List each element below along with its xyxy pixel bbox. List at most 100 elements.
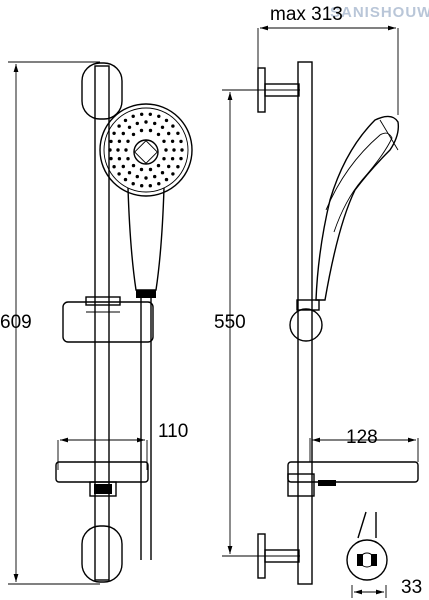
rail bbox=[94, 65, 110, 581]
hand-shower-side-profile bbox=[315, 115, 400, 301]
side-view: max 313 550 128 bbox=[214, 4, 422, 598]
dim-33-label: 33 bbox=[401, 577, 422, 598]
nozzle-dot bbox=[126, 157, 130, 161]
nozzle-dot bbox=[121, 164, 126, 169]
soap-dish-side bbox=[287, 461, 419, 483]
nozzle-dot bbox=[160, 171, 165, 175]
nozzle-dot bbox=[179, 156, 183, 161]
nozzle-dot bbox=[156, 132, 161, 137]
nozzle-dot bbox=[180, 148, 184, 152]
hand-shower-head-inner bbox=[103, 107, 189, 193]
top-bracket-arm bbox=[264, 83, 300, 97]
nozzle-dot bbox=[179, 139, 183, 144]
nozzle-dot bbox=[156, 163, 161, 168]
soap-dish-screw bbox=[94, 484, 112, 494]
plan-rail-stub bbox=[357, 511, 377, 539]
dim-110-label: 110 bbox=[158, 421, 188, 442]
nozzle-dot bbox=[172, 148, 176, 152]
nozzle-dot bbox=[171, 172, 175, 176]
nozzle-dot bbox=[167, 164, 171, 169]
nozzle-dot bbox=[164, 148, 168, 152]
nozzle-dot bbox=[109, 139, 113, 144]
plan-clamp-right bbox=[371, 554, 377, 566]
nozzle-dot bbox=[108, 148, 112, 152]
nozzle-dot bbox=[140, 112, 144, 117]
nozzle-dot bbox=[127, 171, 132, 175]
plan-rail-circle bbox=[346, 539, 388, 581]
shower-nozzles bbox=[108, 112, 184, 188]
nozzle-dot bbox=[164, 118, 169, 123]
nozzle-dot bbox=[171, 124, 175, 128]
nozzle-dot bbox=[148, 128, 153, 133]
side-rail bbox=[297, 61, 313, 585]
watermark-text: SANISHOUW bbox=[330, 4, 429, 21]
hand-shower-handle bbox=[127, 187, 165, 291]
hand-shower-face bbox=[379, 119, 399, 151]
nozzle-dot bbox=[123, 177, 128, 182]
slider-knob bbox=[289, 308, 323, 342]
nozzle-dot bbox=[148, 167, 153, 172]
spray-selector bbox=[133, 139, 159, 165]
nozzle-dot bbox=[116, 148, 120, 152]
nozzle-dot bbox=[112, 165, 116, 169]
slider-holder bbox=[62, 301, 154, 343]
nozzle-dot bbox=[170, 157, 175, 161]
dim-313-label: max 313 bbox=[270, 4, 343, 25]
nozzle-dot bbox=[131, 163, 136, 168]
nozzle-dot bbox=[117, 139, 122, 143]
nozzle-dot bbox=[153, 174, 157, 179]
soap-dish-side-clamp bbox=[287, 473, 315, 497]
hand-shower-head-outer bbox=[99, 103, 193, 197]
nozzle-dot bbox=[109, 156, 113, 161]
nozzle-dot bbox=[153, 121, 157, 126]
nozzle-dot bbox=[131, 132, 136, 137]
nozzle-dot bbox=[121, 131, 126, 136]
nozzle-dot bbox=[167, 131, 171, 136]
nozzle-dot bbox=[131, 114, 135, 119]
nozzle-dot bbox=[148, 184, 152, 188]
soap-dish bbox=[55, 461, 149, 483]
nozzle-dot bbox=[170, 139, 175, 143]
nozzle-dot bbox=[124, 148, 128, 152]
nozzle-dot bbox=[123, 118, 128, 123]
slider-knob-collar bbox=[296, 299, 320, 311]
nozzle-dot bbox=[164, 177, 169, 182]
nozzle-dot bbox=[139, 167, 144, 172]
dim-550-label: 550 bbox=[214, 312, 246, 333]
nozzle-dot bbox=[160, 125, 165, 129]
nozzle-dot bbox=[131, 182, 135, 186]
soap-dish-clamp bbox=[89, 481, 117, 497]
nozzle-dot bbox=[162, 139, 166, 143]
nozzle-dot bbox=[117, 124, 121, 128]
nozzle-dot bbox=[139, 128, 144, 133]
front-view: 609 110 bbox=[0, 61, 193, 585]
nozzle-dot bbox=[162, 157, 166, 161]
nozzle-dot bbox=[157, 114, 161, 119]
nozzle-dot bbox=[126, 139, 130, 143]
slider-clip bbox=[85, 296, 121, 306]
nozzle-dot bbox=[135, 174, 139, 179]
nozzle-dot bbox=[112, 131, 116, 135]
hand-shower-side-inner bbox=[325, 132, 393, 233]
handle-thread bbox=[136, 290, 156, 298]
soap-dish-side-screw bbox=[318, 480, 336, 486]
top-bracket bbox=[81, 62, 123, 120]
hose bbox=[140, 298, 152, 560]
nozzle-dot bbox=[127, 125, 132, 129]
nozzle-dot bbox=[157, 182, 161, 186]
bottom-bracket bbox=[81, 525, 123, 583]
nozzle-dot bbox=[144, 120, 148, 124]
nozzle-dot bbox=[140, 184, 144, 188]
dim-128-label: 128 bbox=[346, 427, 378, 448]
plan-clamp-left bbox=[357, 554, 363, 566]
nozzle-dot bbox=[135, 121, 139, 126]
nozzle-dot bbox=[148, 112, 152, 117]
nozzle-dot bbox=[176, 131, 180, 135]
nozzle-dot bbox=[117, 172, 121, 176]
nozzle-dot bbox=[144, 176, 148, 180]
nozzle-dot bbox=[176, 165, 180, 169]
dim-609-label: 609 bbox=[0, 312, 32, 333]
nozzle-dot bbox=[117, 157, 122, 161]
spray-selector-mark bbox=[134, 140, 158, 164]
